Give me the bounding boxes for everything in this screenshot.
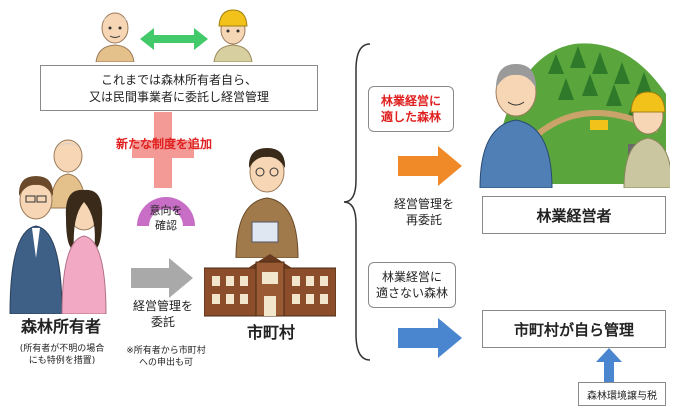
owner-note: (所有者が不明の場合 にも特例を措置) — [19, 344, 105, 367]
unsuitable-forest-box: 林業経営に 適さない森林 — [368, 262, 456, 308]
half-gauge-icon — [137, 197, 195, 226]
up-arrow-blue-icon — [596, 348, 622, 382]
curly-brace-icon — [343, 43, 371, 361]
municipal-official-illustration — [235, 148, 299, 258]
forest-owners-illustration — [9, 139, 107, 314]
consign-label: 経営管理を 委託 — [132, 299, 193, 330]
suitable-forest-box: 林業経営に 適した森林 — [368, 86, 454, 132]
reconsign-label: 経営管理を 再委託 — [393, 197, 454, 228]
town-hall-building-icon — [204, 254, 336, 317]
elderly-owner-illustration — [95, 12, 135, 62]
right-arrow-blue-icon — [398, 318, 462, 358]
worker-helmet-illustration — [213, 9, 253, 62]
right-arrow-gray-icon — [131, 258, 193, 298]
municipality-label: 市町村 — [246, 323, 295, 342]
intent-label: 意向を 確認 — [149, 204, 183, 232]
forestry-operator-box: 林業経営者 — [482, 196, 666, 234]
left-right-arrow-icon — [140, 28, 208, 50]
forest-tax-box: 森林環境譲与税 — [578, 382, 666, 406]
new-system-label: 新たな制度を追加 — [115, 137, 212, 151]
forest-scene-illustration — [479, 43, 670, 188]
existing-management-line2: 又は民間事業者に委託し経営管理 — [88, 90, 269, 104]
existing-management-box: これまでは森林所有者自ら、 又は民間事業者に委託し経営管理 — [40, 65, 318, 111]
consign-note: ※所有者から市町村 への申出も可 — [126, 346, 206, 369]
right-arrow-orange-icon — [398, 146, 462, 186]
plus-cross-icon — [132, 112, 194, 188]
owner-label: 森林所有者 — [20, 317, 101, 336]
self-management-box: 市町村が自ら管理 — [482, 310, 666, 348]
existing-management-line1: これまでは森林所有者自ら、 — [100, 73, 257, 87]
